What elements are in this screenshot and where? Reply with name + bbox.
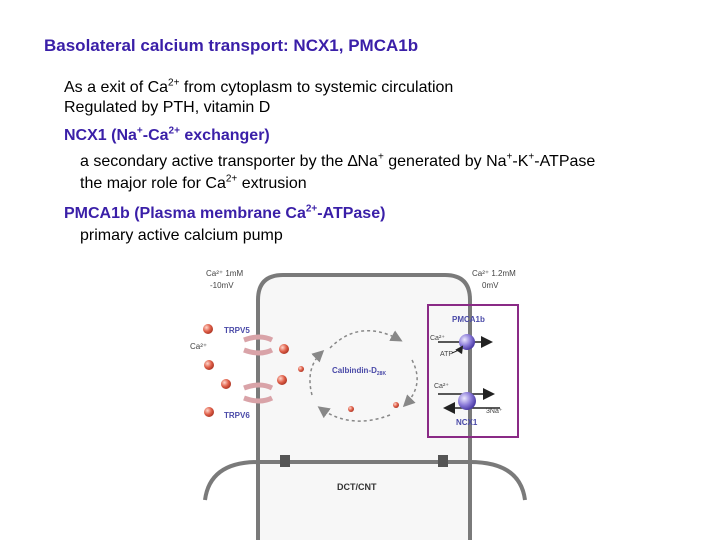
sup: + — [506, 151, 513, 163]
sup: + — [136, 125, 143, 137]
pmca1b-label: PMCA1b — [452, 315, 485, 324]
ncx1-description: a secondary active transporter by the ∆N… — [80, 152, 595, 172]
sub: 28K — [377, 371, 387, 377]
ca-ion — [204, 407, 214, 417]
sup: + — [377, 151, 384, 163]
cell-membrane — [203, 273, 527, 540]
text: generated by Na — [383, 153, 507, 170]
sup: + — [528, 151, 535, 163]
ca-ion — [204, 360, 214, 370]
atp-arrow — [451, 345, 464, 355]
exit-line: As a exit of Ca2+ from cytoplasm to syst… — [64, 78, 453, 98]
text: NCX1 (Na — [64, 127, 137, 144]
tight-junction — [280, 455, 290, 467]
lumen-ca-label: Ca²⁺ 1mM — [206, 269, 243, 278]
sup: 2+ — [168, 125, 180, 137]
ncx1-role: the major role for Ca2+ extrusion — [80, 174, 307, 194]
text: a secondary active transporter by the — [80, 153, 348, 170]
atp-label: ATP — [440, 351, 453, 358]
text: Calbindin-D — [332, 366, 377, 375]
text: -ATPase) — [317, 205, 386, 222]
shuttle-arrow — [309, 349, 325, 396]
ca-ion-label: Ca²⁺ — [190, 342, 207, 351]
ncx-na-label: 3Na⁺ — [486, 408, 503, 415]
regulation-line: Regulated by PTH, vitamin D — [64, 99, 271, 116]
ca-ion — [277, 375, 287, 385]
calbindin-label: Calbindin-D28K — [332, 366, 386, 377]
calbindin-protein — [298, 362, 313, 376]
trpv5-label: TRPV5 — [224, 326, 250, 335]
text: PMCA1b (Plasma membrane Ca — [64, 205, 306, 222]
blood-mv-label: 0mV — [482, 281, 499, 290]
text: -Ca — [142, 127, 169, 144]
text: the major role for Ca — [80, 175, 226, 192]
text: from cytoplasm to systemic circulation — [179, 79, 454, 96]
shuttle-arrow — [329, 329, 403, 349]
pmca-ca-label: Ca²⁺ — [430, 335, 445, 342]
ncx1-heading: NCX1 (Na+-Ca2+ exchanger) — [64, 126, 270, 146]
basolateral-highlight-box — [427, 304, 519, 438]
trpv6-label: TRPV6 — [224, 411, 250, 420]
ncx-ca-label: Ca²⁺ — [434, 383, 449, 390]
sup: 2+ — [225, 173, 238, 185]
calbindin-protein — [385, 398, 399, 412]
lumen-mv-label: -10mV — [210, 281, 234, 290]
delta-symbol: ∆ — [347, 153, 358, 170]
trpv6-channel — [243, 382, 274, 404]
pmca1b-heading: PMCA1b (Plasma membrane Ca2+-ATPase) — [64, 204, 385, 224]
slide-title: Basolateral calcium transport: NCX1, PMC… — [44, 36, 419, 55]
ncx1-transporter — [458, 392, 476, 410]
shuttle-arrow — [317, 406, 391, 422]
text: exchanger) — [179, 127, 270, 144]
sup: 2+ — [305, 203, 318, 215]
sup: 2+ — [168, 77, 180, 89]
text: extrusion — [237, 175, 307, 192]
text: Na — [357, 153, 378, 170]
blood-ca-label: Ca²⁺ 1.2mM — [472, 269, 516, 278]
calbindin-protein — [348, 402, 363, 416]
text: -ATPase — [534, 153, 596, 170]
ca-ion — [221, 379, 231, 389]
cell-type-label: DCT/CNT — [337, 482, 377, 492]
text: As a exit of Ca — [64, 79, 169, 96]
pmca1b-description: primary active calcium pump — [80, 227, 283, 244]
shuttle-arrow — [402, 359, 418, 408]
trpv5-channel — [243, 334, 274, 356]
ca-ion — [203, 324, 213, 334]
ca-ion — [279, 344, 289, 354]
ncx1-label: NCX1 — [456, 418, 478, 427]
text: -K — [512, 153, 529, 170]
tight-junction — [438, 455, 448, 467]
